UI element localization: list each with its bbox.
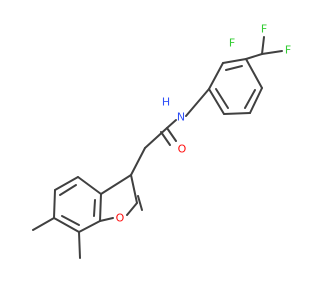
benzo-ring xyxy=(53,176,102,233)
atom-f2: F xyxy=(285,44,291,57)
atom-carbonyl-oxygen: O xyxy=(178,143,187,156)
hydrogen-label: H xyxy=(162,96,170,109)
fluorine-label: F xyxy=(285,44,291,57)
fluorine-label: F xyxy=(261,23,267,36)
molecule-structure: F F F N H O O xyxy=(32,23,291,259)
atom-nitrogen: N xyxy=(177,111,185,124)
phenyl-ring xyxy=(208,58,263,115)
oxygen-label: O xyxy=(178,143,187,156)
atom-f3: F xyxy=(229,37,235,50)
structure-drawing: F F F N H O O xyxy=(32,23,291,259)
fluorine-label: F xyxy=(229,37,235,50)
methylene-bond xyxy=(130,147,146,176)
atom-f1: F xyxy=(261,23,267,36)
cf3-bonds xyxy=(245,36,283,60)
atom-hydrogen: H xyxy=(162,96,170,109)
atom-furan-oxygen: O xyxy=(116,212,125,225)
methyl-bonds xyxy=(32,217,81,259)
furan-ring xyxy=(99,174,143,222)
amide-bonds xyxy=(144,88,210,149)
nitrogen-label: N xyxy=(177,111,185,124)
oxygen-label: O xyxy=(116,212,125,225)
